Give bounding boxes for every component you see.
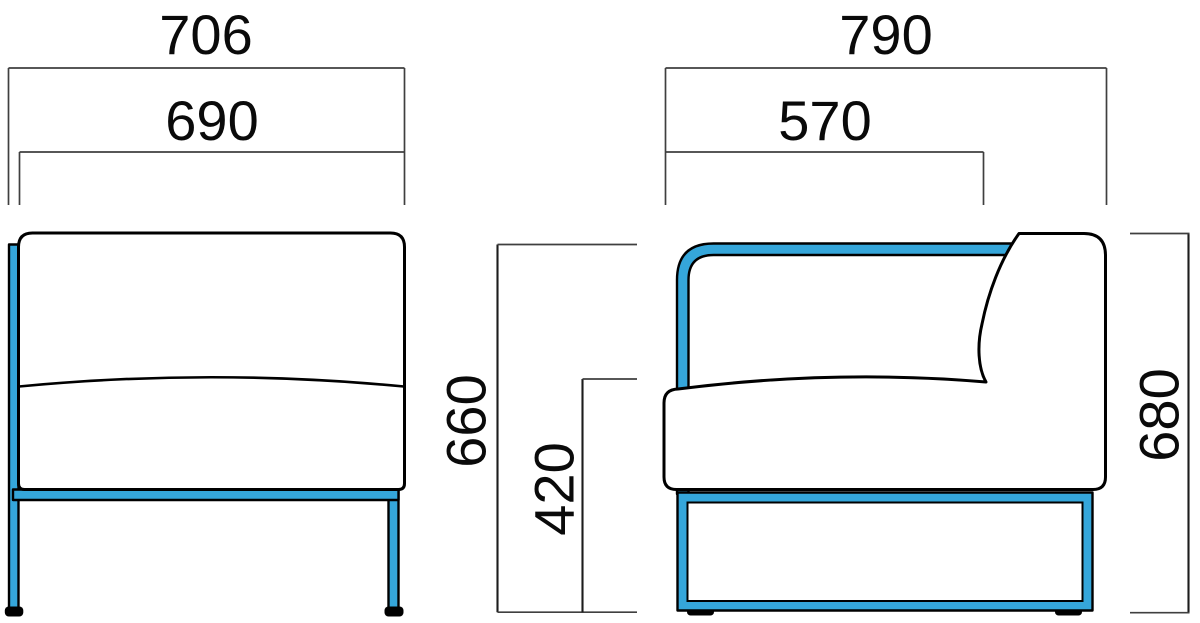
front-chair: [4, 231, 406, 617]
side-view: 790 570 680: [662, 3, 1191, 616]
side-dim-overall-depth: 790: [664, 3, 1108, 205]
frame-height-label: 660: [435, 374, 498, 467]
side-overall-depth-label: 790: [839, 3, 932, 66]
side-base-frame-inner: [686, 501, 1084, 602]
seat-height-label: 420: [523, 442, 586, 535]
front-right-foot: [384, 606, 404, 617]
front-dim-seat-width: 690: [18, 89, 405, 205]
side-dim-overall-height: 680: [1128, 232, 1191, 614]
front-cross-rail: [11, 488, 400, 502]
side-cushion-body: [662, 232, 1107, 491]
side-dim-seat-depth: 570: [665, 89, 985, 205]
center-dimensions: 660 420: [435, 243, 637, 614]
front-left-foot: [4, 606, 24, 617]
front-view: 706 690: [4, 3, 406, 617]
front-seat-separation-line: [18, 375, 405, 388]
dim-seat-height: 420: [523, 378, 637, 613]
front-overall-width-label: 706: [159, 3, 252, 66]
side-overall-height-label: 680: [1128, 368, 1191, 461]
front-cushion-body: [17, 231, 406, 491]
front-seat-width-label: 690: [165, 89, 258, 152]
front-dim-overall-width: 706: [7, 3, 406, 205]
front-right-leg: [387, 489, 400, 613]
side-chair: [662, 232, 1107, 616]
dim-frame-height: 660: [435, 243, 637, 614]
side-seat-depth-label: 570: [778, 89, 871, 152]
